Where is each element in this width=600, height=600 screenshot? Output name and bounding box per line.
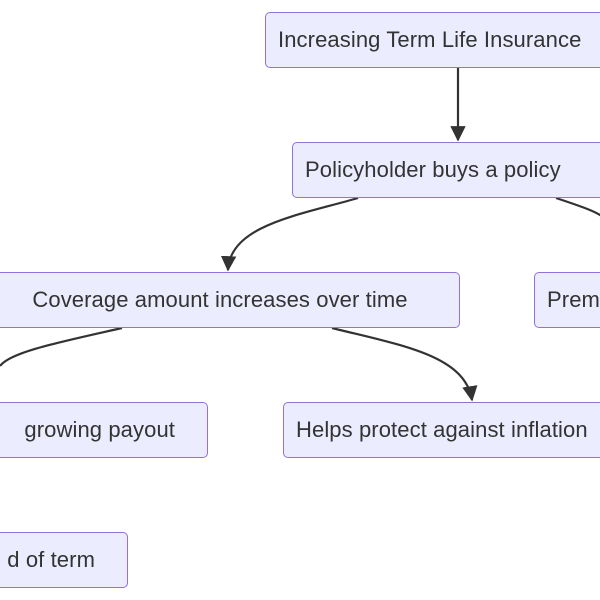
node-growing-payout: growing payout bbox=[0, 402, 208, 458]
node-protect-against-inflation: Helps protect against inflation bbox=[283, 402, 600, 458]
node-label: d of term bbox=[7, 547, 95, 572]
edge-buy-to-coverage bbox=[220, 196, 359, 272]
node-label: growing payout bbox=[24, 417, 175, 442]
edge-buy-to-premium bbox=[555, 196, 600, 217]
edge-coverage-to-inflation bbox=[331, 326, 478, 402]
edge-coverage-to-payout bbox=[0, 326, 123, 367]
node-label: Premiums bbox=[547, 287, 600, 312]
node-end-of-term: d of term bbox=[0, 532, 128, 588]
node-premiums: Premiums bbox=[534, 272, 600, 328]
node-label: Policyholder buys a policy bbox=[305, 157, 561, 182]
node-label: Helps protect against inflation bbox=[296, 417, 588, 442]
node-increasing-term-life-insurance: Increasing Term Life Insurance bbox=[265, 12, 600, 68]
node-coverage-increases: Coverage amount increases over time bbox=[0, 272, 460, 328]
node-label: Increasing Term Life Insurance bbox=[278, 27, 582, 52]
node-policyholder-buys-policy: Policyholder buys a policy bbox=[292, 142, 600, 198]
node-label: Coverage amount increases over time bbox=[32, 287, 408, 312]
